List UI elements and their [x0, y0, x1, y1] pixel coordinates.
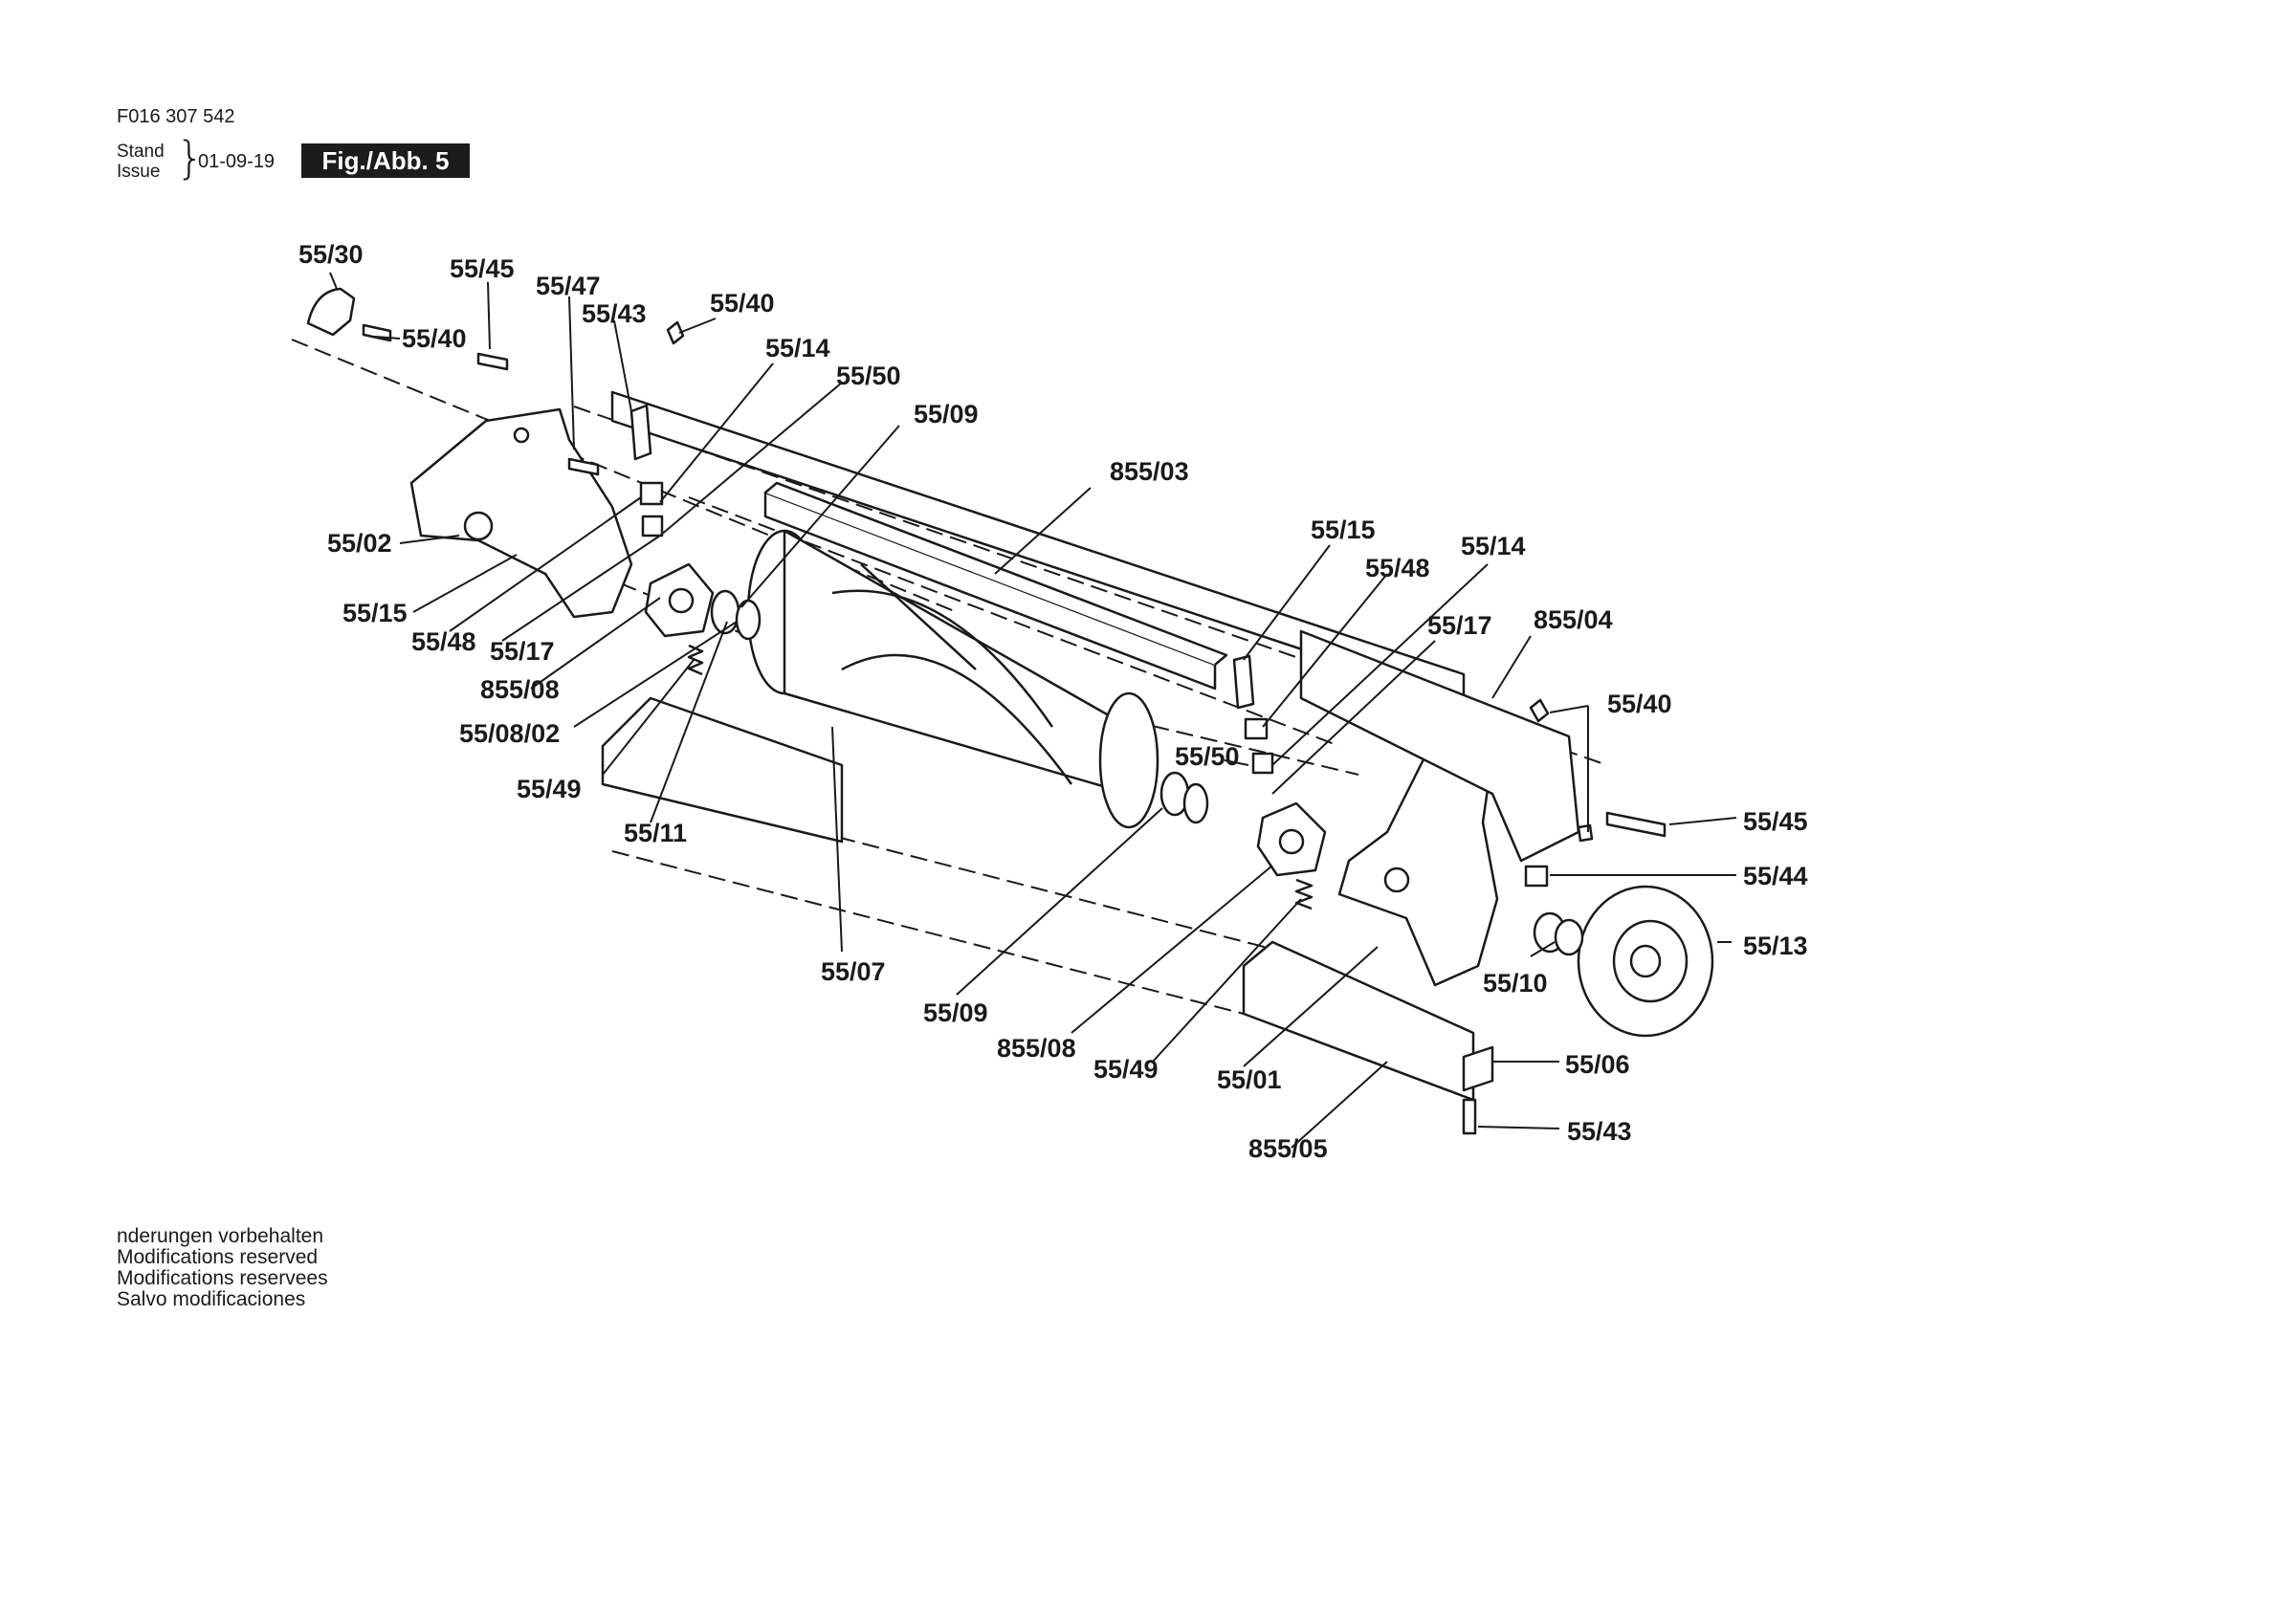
callout-55-48-right: 55/48: [1365, 554, 1430, 582]
callout-55-45-right: 55/45: [1743, 807, 1808, 836]
callout-55-30: 55/30: [298, 240, 364, 269]
callout-855-05: 855/05: [1248, 1134, 1328, 1163]
right-adjust-screw: [1232, 654, 1255, 710]
callout-55-15-left: 55/15: [342, 599, 408, 627]
callout-55-14-left: 55/14: [765, 334, 830, 362]
bracket-screw: [1462, 1098, 1477, 1135]
right-top-bar: [1299, 629, 1580, 863]
left-spring: [687, 644, 704, 676]
document-code: F016 307 542: [117, 106, 235, 127]
screw-55-45-left: [476, 352, 509, 371]
issue-date: 01-09-19: [198, 151, 276, 172]
callout-55-43-left: 55/43: [582, 299, 647, 328]
callout-855-08-left: 855/08: [480, 675, 560, 704]
stand-label: Stand: [117, 142, 165, 162]
callout-55-40-top: 55/40: [710, 289, 775, 318]
callout-55-49-right: 55/49: [1093, 1055, 1159, 1084]
screw-55-40-right-lower: [1577, 823, 1594, 843]
callout-55-11: 55/11: [624, 819, 687, 847]
screw-55-47: [567, 457, 600, 476]
notice-line-french: Modifications reservees: [117, 1267, 328, 1289]
callout-55-02: 55/02: [327, 529, 392, 558]
callout-55-06: 55/06: [1565, 1050, 1630, 1079]
callout-55-14-right: 55/14: [1461, 532, 1526, 560]
callout-55-43-right: 55/43: [1567, 1117, 1632, 1146]
callout-55-08-02: 55/08/02: [459, 719, 560, 748]
callout-55-13: 55/13: [1743, 932, 1808, 960]
notice-line-spanish: Salvo modificaciones: [117, 1288, 306, 1310]
callout-labels: 55/30 55/45 55/47 55/43 55/40 55/40 55/1…: [298, 240, 1808, 1163]
callout-55-10: 55/10: [1483, 969, 1548, 998]
leader-lines: [329, 272, 1737, 1149]
figure-badge: Fig./Abb. 5: [301, 143, 470, 178]
callout-55-17-right: 55/17: [1427, 611, 1492, 640]
callout-55-50-left: 55/50: [836, 362, 901, 390]
right-bolt: [1605, 811, 1667, 838]
callout-55-09-bottom: 55/09: [923, 998, 988, 1027]
right-spring: [1294, 878, 1314, 910]
callout-55-40-clip: 55/40: [402, 324, 467, 353]
callout-55-47: 55/47: [536, 272, 601, 300]
issue-label: Issue: [117, 162, 161, 182]
callout-855-08-right: 855/08: [997, 1034, 1076, 1063]
callout-55-17-left: 55/17: [490, 637, 555, 666]
screw-55-40-top: [666, 320, 685, 345]
callout-55-15-right: 55/15: [1311, 515, 1376, 544]
notice-line-german: nderungen vorbehalten: [117, 1225, 324, 1247]
brace-glyph: }: [176, 132, 205, 184]
clip-part: [306, 287, 356, 337]
left-adjust-screw: [629, 404, 652, 461]
part-drawings: [306, 287, 1714, 1135]
stand-issue-labels: Stand Issue: [117, 142, 165, 182]
screw-55-40-right: [1529, 698, 1550, 723]
stand-issue-block: Stand Issue } 01-09-19: [117, 134, 499, 184]
callout-55-01: 55/01: [1217, 1065, 1282, 1094]
callout-55-44: 55/44: [1743, 862, 1808, 890]
modifications-notice: nderungen vorbehalten Modifications rese…: [117, 1226, 328, 1310]
bottom-blade-left: [601, 696, 844, 844]
notice-line-english: Modifications reserved: [117, 1246, 319, 1268]
callout-855-04: 855/04: [1534, 605, 1613, 634]
callout-55-07: 55/07: [821, 957, 886, 986]
callout-55-09-top: 55/09: [914, 400, 979, 428]
callout-55-40-right: 55/40: [1607, 690, 1672, 718]
blade-bracket: [1462, 1045, 1494, 1092]
callout-55-49-left: 55/49: [517, 775, 582, 803]
reel-end-right: [1098, 691, 1159, 829]
callout-55-48-left: 55/48: [411, 627, 476, 656]
callout-55-50-right: 55/50: [1175, 742, 1240, 771]
callout-55-45-left: 55/45: [450, 254, 515, 283]
callout-855-03: 855/03: [1110, 457, 1189, 486]
